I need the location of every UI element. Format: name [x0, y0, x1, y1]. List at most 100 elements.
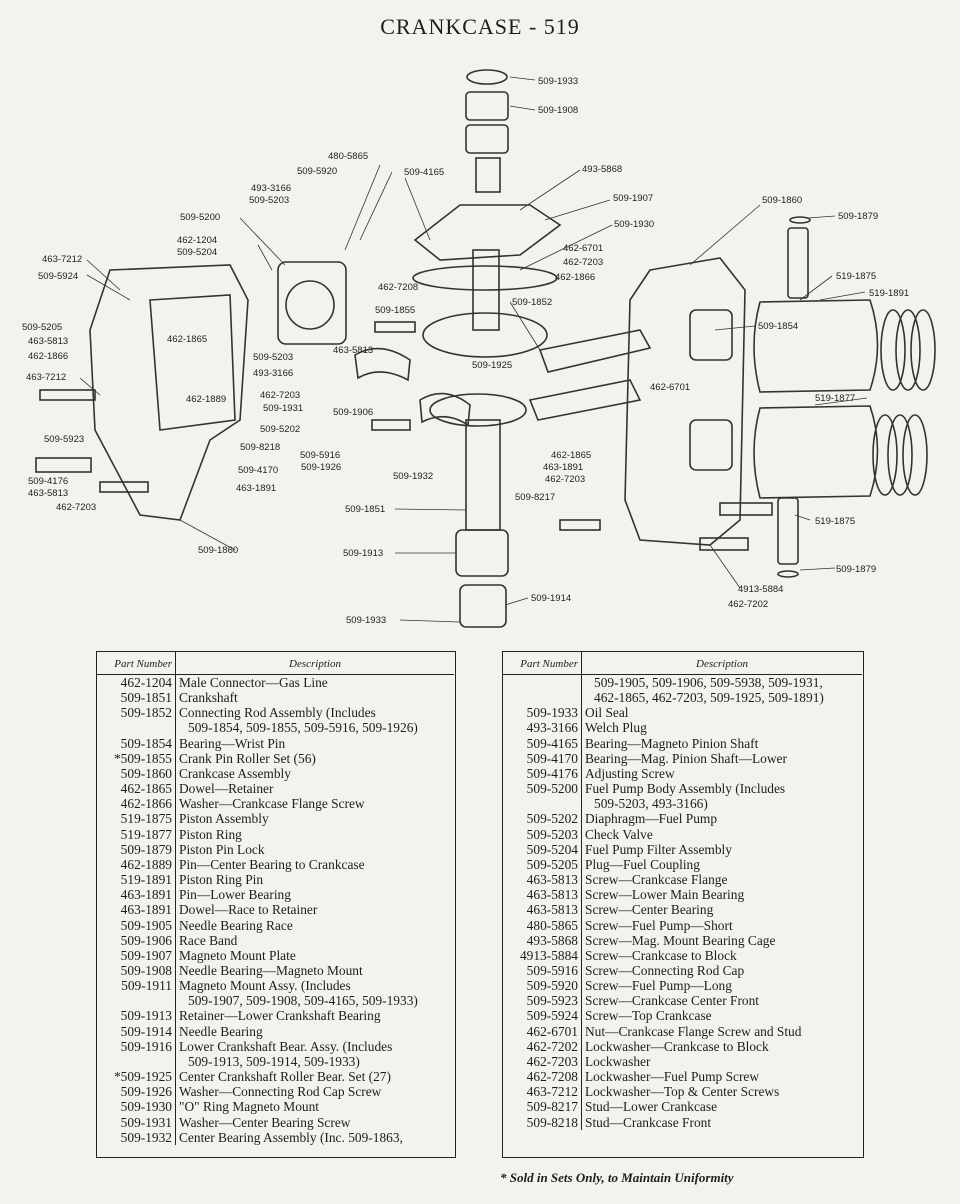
part-number-cell: 463-5813: [503, 872, 582, 888]
description-cell: Magneto Mount Plate: [179, 947, 296, 963]
part-number-cell: 509-1907: [97, 947, 176, 963]
piston-pin-lower: [777, 497, 799, 565]
diagram-label-463-1891: 463-1891: [543, 462, 583, 473]
diagram-label-509-1926: 509-1926: [301, 462, 341, 473]
diagram-label-462-7203: 462-7203: [56, 502, 96, 513]
needle-bearing-top-2: [465, 124, 509, 154]
diagram-label-493-3166: 493-3166: [251, 183, 291, 194]
part-number-cell: 462-7203: [503, 1053, 582, 1070]
description-cell: 509-1854, 509-1855, 509-5916, 509-1926): [188, 720, 418, 736]
leader-lines: [79, 76, 868, 623]
part-number-cell: 509-5923: [503, 993, 582, 1009]
piston-ring-3: [910, 309, 936, 391]
description-cell: Adjusting Screw: [585, 765, 675, 781]
part-number-cell: 509-1852: [97, 705, 176, 721]
part-number-cell: 493-5868: [503, 932, 582, 948]
description-cell: Retainer—Lower Crankshaft Bearing: [179, 1008, 381, 1024]
screw-6: [374, 321, 416, 333]
description-cell: Crankshaft: [179, 690, 238, 706]
cylinder-bore-upper: [689, 309, 733, 361]
part-number-cell: 509-5202: [503, 811, 582, 827]
screw-3: [99, 481, 149, 493]
part-number-cell: 509-1913: [97, 1008, 176, 1024]
connecting-rod-lower: [528, 379, 642, 421]
part-number-cell: 509-1911: [97, 978, 176, 994]
description-cell: "O" Ring Magneto Mount: [179, 1099, 320, 1115]
description-cell: 509-1905, 509-1906, 509-5938, 509-1931,: [594, 675, 823, 690]
part-number-cell: 509-4170: [503, 750, 582, 766]
diagram-label-509-1851: 509-1851: [345, 504, 385, 515]
part-number-cell: 509-5200: [503, 781, 582, 797]
part-number-cell: 509-5205: [503, 856, 582, 873]
diagram-label-462-7202: 462-7202: [728, 599, 768, 610]
description-cell: Screw—Fuel Pump—Short: [585, 917, 733, 933]
part-number-cell: 509-1930: [97, 1099, 176, 1115]
description-cell: Piston Ring: [179, 826, 242, 842]
diagram-label-509-1860: 509-1860: [762, 195, 802, 206]
part-number-cell: 509-1860: [97, 765, 176, 782]
diagram-label-509-1852: 509-1852: [512, 297, 552, 308]
description-cell: Bearing—Mag. Pinion Shaft—Lower: [585, 750, 787, 766]
part-number-cell: 509-1933: [503, 705, 582, 721]
diagram-label-463-5813: 463-5813: [28, 336, 68, 347]
diagram-label-462-7203: 462-7203: [545, 474, 585, 485]
part-number-cell: *509-1855: [97, 750, 176, 766]
left-crankcase: [89, 264, 249, 521]
description-cell: Check Valve: [585, 826, 653, 842]
description-cell: Center Bearing Assembly (Inc. 509-1863,: [179, 1129, 403, 1145]
piston-ring-5: [887, 414, 913, 496]
diagram-label-462-7203: 462-7203: [563, 257, 603, 268]
part-number-cell: 462-1866: [97, 796, 176, 812]
parts-table-left-frame: [96, 651, 456, 1158]
table-row: 509-1854, 509-1855, 509-5916, 509-1926): [97, 720, 454, 736]
part-number-cell: 463-7212: [503, 1084, 582, 1100]
description-cell: Center Crankshaft Roller Bear. Set (27): [179, 1069, 391, 1085]
description-cell: Crankcase Assembly: [179, 765, 291, 781]
pin-lock-upper: [789, 216, 811, 224]
part-number-cell: [503, 690, 582, 706]
diagram-label-509-5200: 509-5200: [180, 212, 220, 223]
description-cell: Washer—Crankcase Flange Screw: [179, 796, 365, 812]
piston-ring-2: [895, 309, 921, 391]
diagram-label-509-4170: 509-4170: [238, 465, 278, 476]
crankshaft-upper: [472, 249, 500, 331]
diagram-label-519-1875: 519-1875: [836, 271, 876, 282]
description-cell: Lockwasher: [585, 1053, 651, 1069]
description-cell: Needle Bearing Race: [179, 917, 293, 933]
diagram-label-509-1913: 509-1913: [343, 548, 383, 559]
description-cell: Plug—Fuel Coupling: [585, 856, 700, 872]
diagram-label-509-4176: 509-4176: [28, 476, 68, 487]
diagram-label-509-1932: 509-1932: [393, 471, 433, 482]
center-bearing: [429, 393, 527, 427]
diagram-label-509-1855: 509-1855: [375, 305, 415, 316]
diagram-label-509-1906: 509-1906: [333, 407, 373, 418]
part-number-cell: [503, 674, 582, 691]
piston-upper: [753, 299, 879, 393]
table-row: 509-1913, 509-1914, 509-1933): [97, 1053, 454, 1070]
part-number-cell: 463-1891: [97, 887, 176, 903]
rod-cap-left: [354, 347, 411, 382]
description-cell: Lockwasher—Crankcase to Block: [585, 1038, 769, 1054]
diagram-label-462-1865: 462-1865: [551, 450, 591, 461]
diagram-label-509-5203: 509-5203: [249, 195, 289, 206]
